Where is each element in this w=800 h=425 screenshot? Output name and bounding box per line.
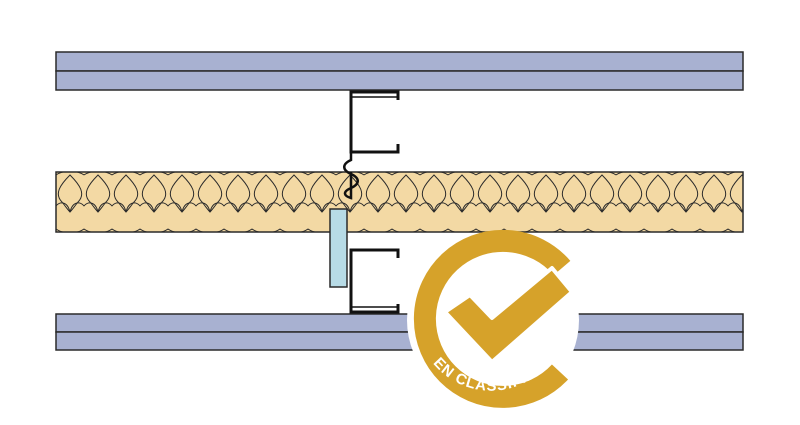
- en-classified-badge: EN CLASSIFIED: [407, 229, 579, 408]
- bottom-board-layer: [55, 313, 744, 351]
- check-mark-icon: [443, 266, 574, 364]
- insulation-layer: [55, 171, 744, 233]
- lower-c-stud: [349, 248, 400, 314]
- acoustic-tape-strip: [329, 208, 348, 288]
- top-board-layer: [55, 51, 744, 91]
- upper-c-stud: [349, 90, 400, 154]
- badge-ring: [413, 229, 571, 408]
- resilient-spring-connector: [343, 152, 359, 200]
